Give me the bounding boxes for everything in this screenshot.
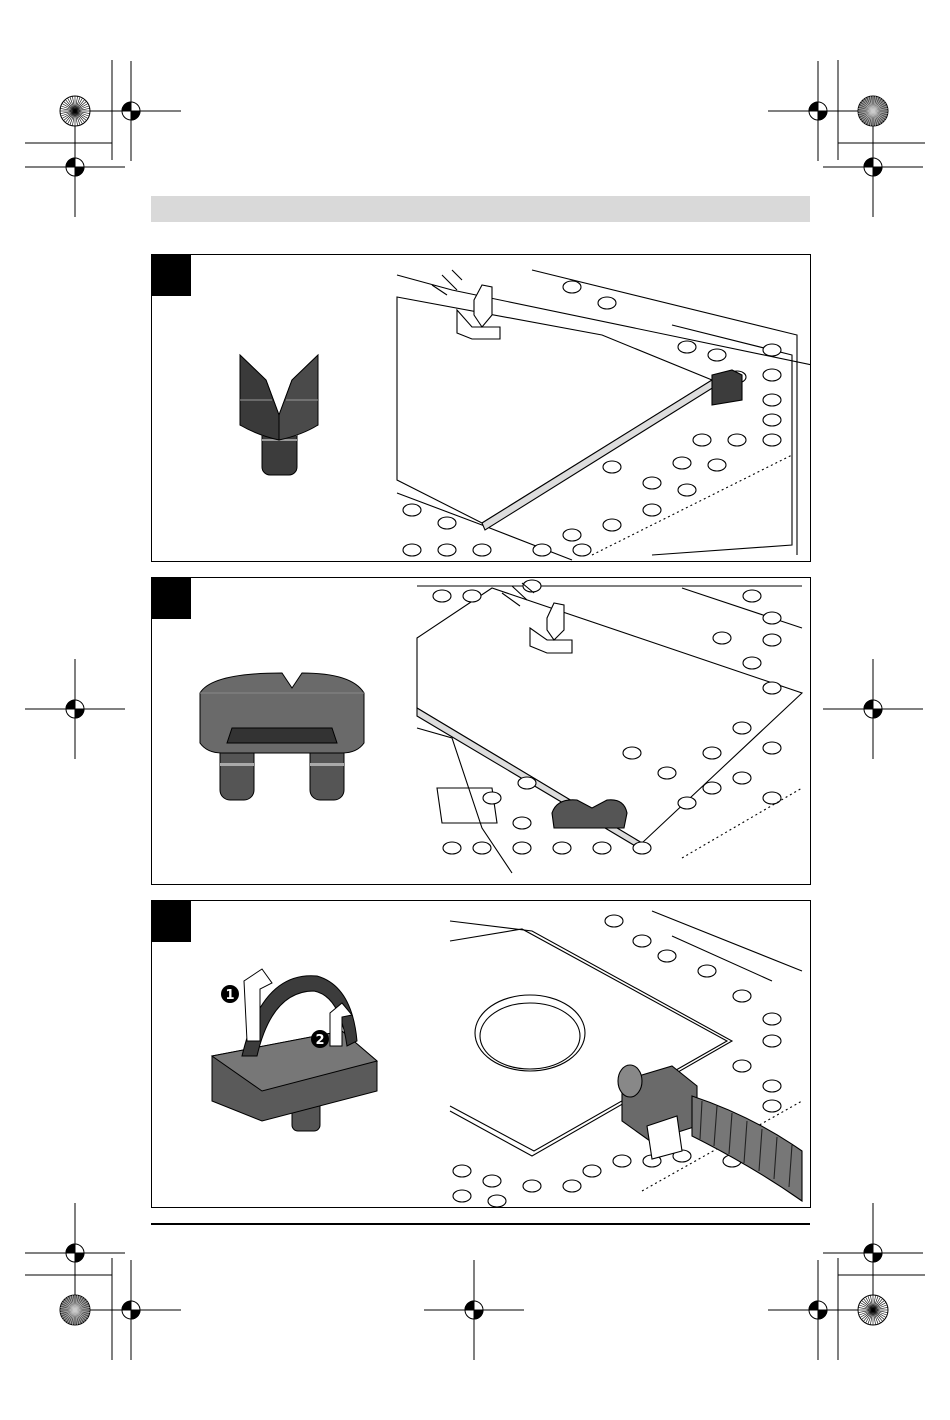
starburst-icon <box>858 1295 888 1325</box>
double-stop-pin-icon <box>200 673 364 800</box>
starburst-icon <box>858 96 888 126</box>
figure-1-illustration <box>152 255 810 561</box>
callout-1: 1 <box>225 988 234 1003</box>
header-band <box>151 196 810 222</box>
crosshair-icon <box>25 659 125 759</box>
figure-3-illustration: 1 2 <box>152 901 810 1207</box>
starburst-icon <box>60 1295 90 1325</box>
figure-1-panel <box>151 254 811 562</box>
workbench-scene <box>450 911 802 1207</box>
figure-1-tab <box>152 255 191 296</box>
starburst-icon <box>60 96 90 126</box>
crosshair-icon <box>768 61 868 161</box>
crosshair-icon <box>823 659 923 759</box>
crosshair-icon <box>25 1203 125 1303</box>
figure-2-panel <box>151 577 811 885</box>
workbench-scene <box>397 270 810 560</box>
footer-rule <box>151 1223 810 1225</box>
crosshair-icon <box>25 117 125 217</box>
workbench-scene <box>417 580 802 873</box>
figure-3-panel: 1 2 <box>151 900 811 1208</box>
figure-3-tab <box>152 901 191 942</box>
callout-2: 2 <box>315 1033 324 1048</box>
figure-2-tab <box>152 578 191 619</box>
crosshair-icon <box>424 1260 524 1360</box>
stop-pin-icon <box>240 355 318 475</box>
hose-holder-icon: 1 2 <box>212 969 377 1131</box>
figure-2-illustration <box>152 578 810 884</box>
crosshair-icon <box>81 61 181 161</box>
